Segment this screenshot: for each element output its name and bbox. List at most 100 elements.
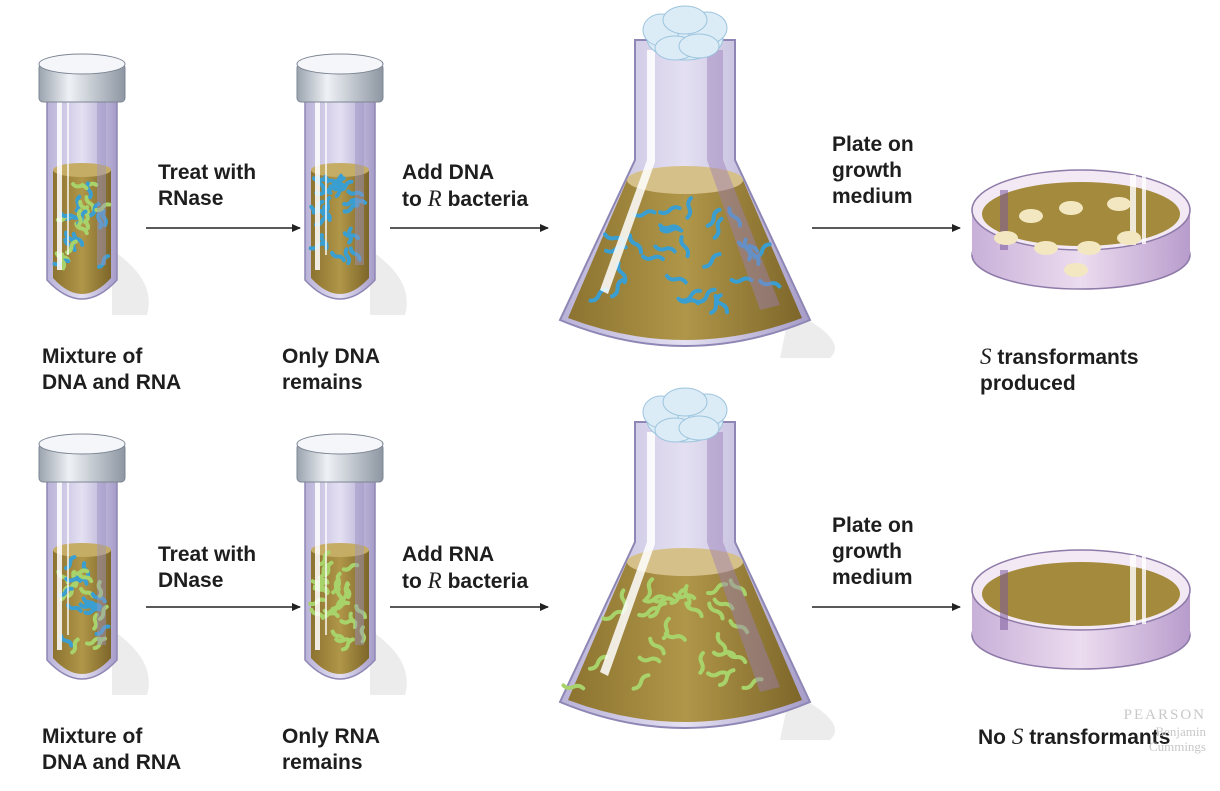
molecule [616, 261, 628, 285]
colony [1019, 209, 1043, 223]
publisher-credit: PEARSON Benjamin Cummings [1124, 706, 1206, 754]
molecule [729, 276, 754, 284]
cotton-puff [678, 33, 720, 59]
molecule [684, 601, 704, 619]
tube-shade [97, 473, 106, 645]
molecule [709, 293, 723, 315]
molecule [752, 242, 772, 260]
flask-medium [568, 180, 802, 340]
molecule [712, 216, 724, 240]
molecule [727, 206, 742, 228]
molecule [97, 604, 109, 621]
molecule [78, 199, 91, 216]
molecule [70, 637, 80, 655]
dish-highlight [1130, 555, 1136, 625]
tube-highlight [325, 93, 327, 255]
molecule [96, 580, 104, 599]
molecule [653, 244, 677, 254]
molecule [561, 683, 586, 691]
molecule [96, 211, 104, 230]
tube-shade [97, 93, 106, 265]
molecule [77, 571, 94, 584]
molecule [348, 611, 358, 630]
dish-shade [1000, 190, 1008, 250]
cotton-puff [662, 5, 708, 35]
molecule [728, 619, 750, 635]
molecule [92, 612, 99, 631]
row2-dish-empty [971, 549, 1191, 670]
molecule [354, 604, 367, 620]
molecule [713, 293, 730, 315]
molecule [610, 277, 626, 299]
molecule [59, 634, 74, 648]
molecule [74, 194, 82, 213]
molecule [664, 273, 688, 285]
publisher-line3: Cummings [1148, 739, 1206, 754]
molecule [631, 673, 651, 691]
molecule [725, 650, 748, 665]
molecule [663, 631, 687, 642]
tube-shade [355, 473, 364, 645]
molecule [333, 176, 346, 192]
molecule [627, 233, 643, 255]
molecule [707, 601, 725, 621]
tube-cap-top [38, 433, 126, 455]
row2-tube-rna [296, 433, 407, 695]
molecule [94, 202, 112, 213]
tube-cap-top [296, 53, 384, 75]
publisher-line2: Benjamin [1155, 724, 1206, 739]
flask-highlight [600, 50, 655, 294]
molecule [651, 596, 676, 604]
molecule [637, 606, 661, 618]
row1-arrow2-label: Add DNA to R bacteria [402, 161, 529, 211]
colony [1107, 197, 1131, 211]
tube-highlight [57, 93, 62, 270]
colony [994, 231, 1018, 245]
molecule [657, 205, 682, 216]
molecule [641, 254, 665, 262]
flask-medium-surface [627, 548, 743, 576]
molecule [698, 650, 705, 675]
colony [1059, 201, 1083, 215]
molecule [90, 592, 107, 604]
molecule [644, 577, 655, 601]
tube-highlight [67, 93, 69, 255]
cotton-puff [662, 387, 708, 417]
dish-highlight [1142, 556, 1146, 624]
molecule [342, 203, 360, 214]
molecule [323, 195, 332, 214]
molecule [83, 606, 102, 616]
molecule [587, 654, 608, 671]
flask-highlight [600, 432, 655, 676]
molecule [346, 189, 365, 197]
molecule [347, 226, 353, 245]
molecule [648, 636, 666, 656]
molecule [83, 205, 90, 224]
tube-highlight [325, 473, 327, 635]
tube-cap-top [38, 53, 126, 75]
row1-tube-dna [296, 53, 407, 315]
molecule [76, 208, 83, 227]
molecule [71, 182, 89, 191]
tube-highlight [57, 473, 62, 650]
row1-tube-mixture [38, 53, 149, 315]
molecule [100, 209, 108, 228]
tube-highlight [315, 473, 320, 650]
molecule [658, 223, 682, 232]
cotton-puff [678, 415, 720, 441]
molecule [685, 196, 693, 220]
molecule [742, 237, 753, 262]
molecule [706, 582, 729, 596]
flask-medium-surface [627, 166, 743, 194]
row2-result-label: No S transformants [978, 724, 1171, 749]
molecule [330, 629, 346, 643]
row1-dish-colonies [971, 169, 1191, 290]
molecule [715, 632, 728, 655]
molecule [758, 278, 782, 289]
row2-flask [558, 387, 835, 740]
colony [1117, 231, 1141, 245]
